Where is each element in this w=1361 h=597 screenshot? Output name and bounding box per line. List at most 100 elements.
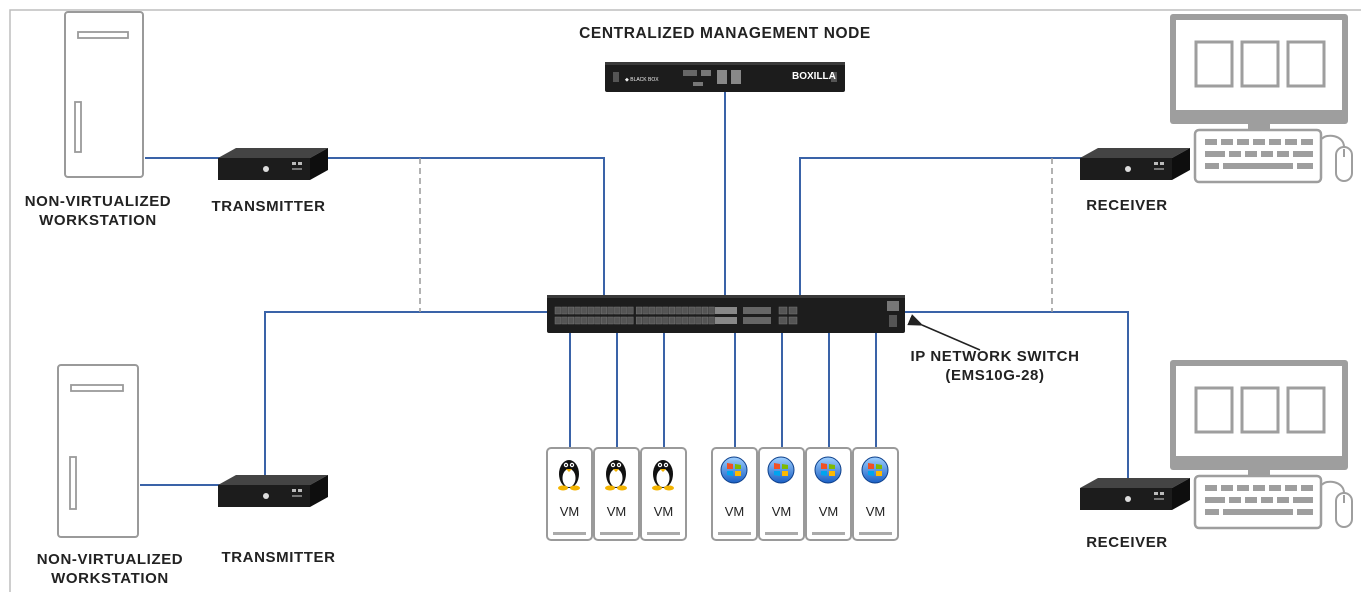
link-transmitter-top-switch [325, 157, 605, 295]
workstation-top-label: NON-VIRTUALIZED WORKSTATION [6, 192, 190, 230]
switch-port [574, 316, 581, 325]
switch-port [567, 316, 575, 325]
switch-port [635, 306, 643, 315]
switch-port [682, 306, 689, 315]
kvm-extender-icon [218, 475, 328, 507]
switch-port [574, 306, 581, 315]
switch-port [607, 316, 614, 325]
switch-port [649, 316, 656, 325]
keyboard-icon [1193, 128, 1323, 184]
windows-logo-icon [814, 456, 842, 484]
switch-port [675, 306, 682, 315]
mouse-icon [1321, 480, 1353, 528]
vm-label: VM [819, 504, 839, 519]
tower-pc-icon [64, 11, 144, 178]
switch-port [668, 316, 676, 325]
switch-port [682, 316, 689, 325]
switch-port [655, 306, 662, 315]
vm-server: VM [711, 447, 758, 541]
switch-port [587, 306, 594, 315]
boxilla-appliance: ◆ BLACK BOX BOXILLA [605, 62, 845, 92]
switch-port [655, 316, 662, 325]
tux-icon [558, 460, 580, 491]
kvm-extender-icon [1080, 478, 1190, 510]
workstation-bottom-label-line2: WORKSTATION [51, 570, 169, 587]
switch-port [642, 316, 649, 325]
vm-label: VM [654, 504, 674, 519]
windows-logo-icon [720, 456, 748, 484]
windows-logo-icon [767, 456, 795, 484]
switch-port [594, 306, 601, 315]
network-links [140, 92, 1129, 486]
switch-port [688, 316, 695, 325]
vm-server: VM [546, 447, 593, 541]
workstation-bottom-label-line1: NON-VIRTUALIZED [36, 551, 184, 568]
switch-port [642, 306, 649, 315]
switch-sfp-port [778, 306, 788, 315]
mouse-icon [1321, 134, 1353, 182]
vm-server: VM [758, 447, 805, 541]
switch-port [614, 306, 621, 315]
switch-port [614, 316, 621, 325]
switch-port [567, 306, 575, 315]
transmitter-bottom-label: TRANSMITTER [221, 549, 336, 566]
switch-port [554, 306, 561, 315]
switch-port [688, 306, 695, 315]
switch-port [695, 316, 702, 325]
workstation-top-label-line1: NON-VIRTUALIZED [24, 193, 172, 210]
switch-port [649, 306, 656, 315]
workstation-bottom-label: NON-VIRTUALIZED WORKSTATION [18, 550, 202, 588]
keyboard-icon [1193, 474, 1323, 530]
switch-port [581, 306, 588, 315]
switch-port [701, 316, 709, 325]
monitor-icon [1170, 360, 1348, 484]
switch-port [635, 316, 643, 325]
frame-border [9, 9, 1361, 592]
vm-server: VM [640, 447, 687, 541]
tower-pc-icon [57, 364, 139, 538]
switch-port [561, 316, 568, 325]
switch-label-line2: (EMS10G-28) [945, 367, 1045, 384]
transmitter-top-label: TRANSMITTER [211, 198, 326, 215]
switch-port [620, 306, 627, 315]
vm-server: VM [593, 447, 640, 541]
switch-port [620, 316, 627, 325]
redundant-links [419, 158, 1053, 312]
network-switch-icon [547, 295, 905, 333]
boxilla-brand-text: BOXILLA [792, 71, 836, 82]
switch-port [600, 306, 608, 315]
vm-label: VM [866, 504, 886, 519]
switch-label-line1: IP NETWORK SWITCH [910, 348, 1080, 365]
vm-servers: VM VM VM VM VM VM VM [546, 447, 899, 541]
management-node-label: CENTRALIZED MANAGEMENT NODE [579, 25, 871, 42]
link-receiver-bottom-switch [905, 311, 1129, 478]
switch-port [701, 306, 709, 315]
switch-port [581, 316, 588, 325]
vm-server: VM [852, 447, 899, 541]
switch-port [561, 306, 568, 315]
switch-port [594, 316, 601, 325]
switch-sfp-port [788, 306, 798, 315]
switch-port [627, 306, 634, 315]
switch-port [662, 316, 669, 325]
switch-port [708, 316, 715, 325]
vm-label: VM [607, 504, 627, 519]
switch-port [662, 306, 669, 315]
link-transmitter-bottom-switch [264, 311, 548, 485]
switch-callout-arrow [907, 314, 981, 351]
link-receiver-top-switch [799, 157, 1082, 295]
switch-port [668, 306, 676, 315]
receiver-top-label: RECEIVER [1086, 197, 1168, 214]
monitor-icon [1170, 14, 1348, 138]
workstation-top-label-line2: WORKSTATION [39, 212, 157, 229]
switch-port [607, 306, 614, 315]
switch-port [554, 316, 561, 325]
tux-icon [605, 460, 627, 491]
receiver-bottom-label: RECEIVER [1086, 534, 1168, 551]
windows-logo-icon [861, 456, 889, 484]
switch-port [587, 316, 594, 325]
vm-label: VM [725, 504, 745, 519]
switch-port [695, 306, 702, 315]
